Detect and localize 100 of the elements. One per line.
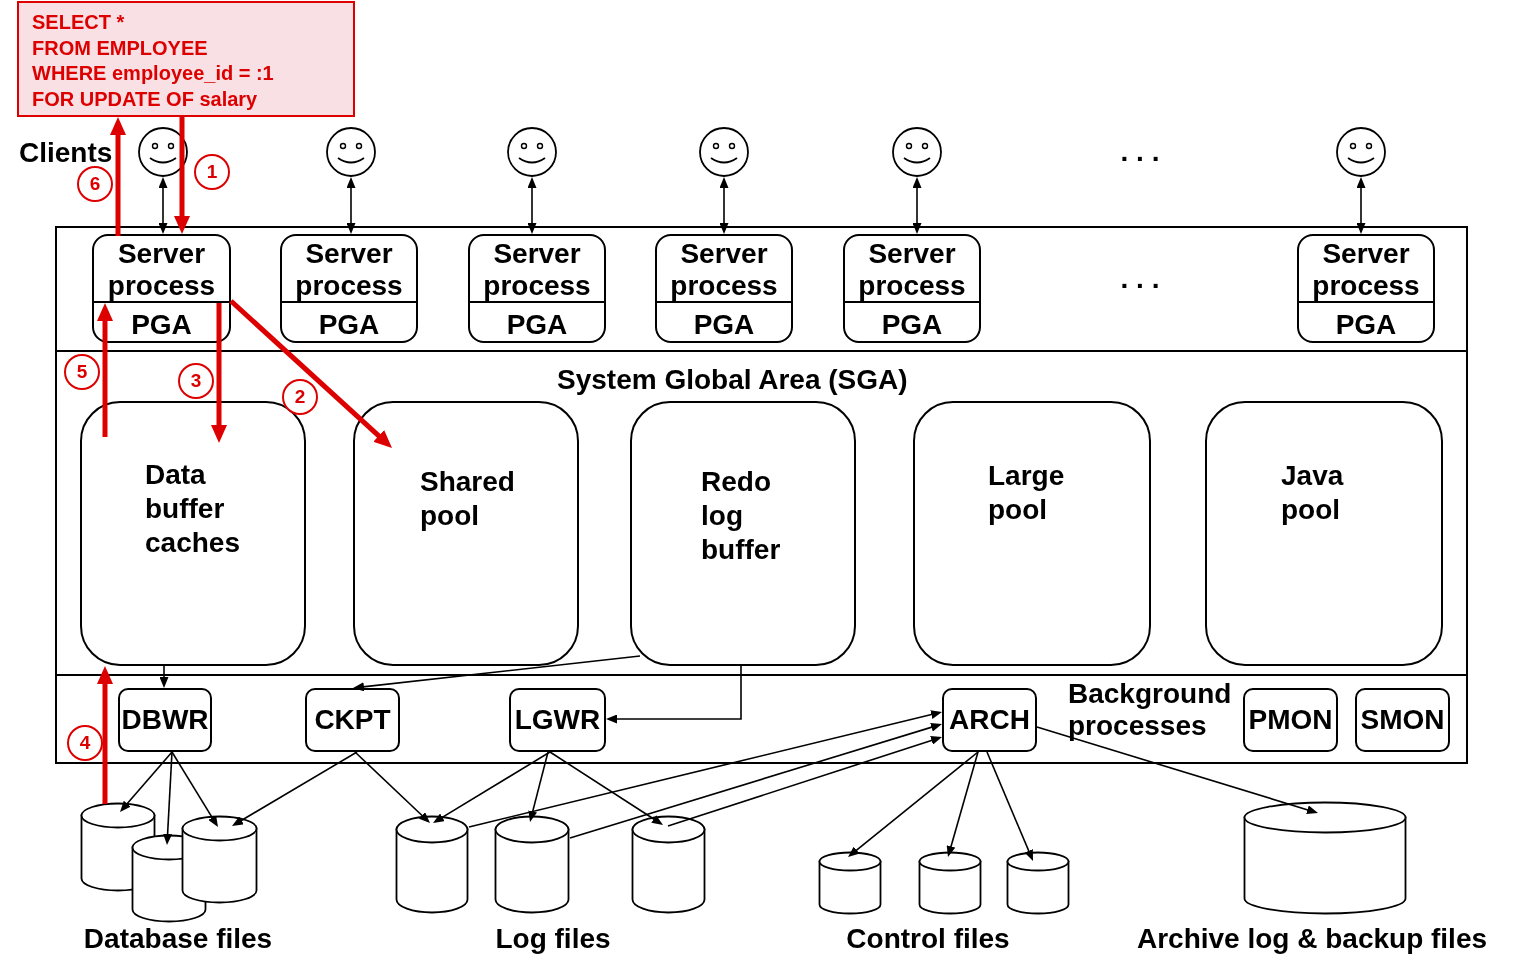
double-arrow: [158, 177, 168, 234]
process-box: [468, 234, 606, 343]
pool-label: Data buffer caches: [145, 458, 240, 560]
step-number: 1: [194, 154, 230, 190]
double-arrow: [527, 177, 537, 234]
ellipsis-text: . . .: [1120, 136, 1160, 168]
process-label: PMON: [1248, 704, 1333, 736]
arrow: [528, 751, 549, 822]
panel-title: System Global Area (SGA): [557, 364, 908, 396]
memory-label: PGA: [881, 309, 943, 341]
arrow: [606, 665, 742, 724]
disk-cylinder: [1006, 851, 1070, 915]
code-line: SELECT *: [32, 10, 125, 35]
arrow: [120, 751, 173, 812]
group-label: Log files: [495, 923, 611, 955]
arrow: [848, 751, 979, 857]
ellipsis-text: . . .: [1120, 263, 1160, 295]
double-arrow: [1356, 177, 1366, 234]
smiley-face-icon: [1336, 127, 1386, 177]
smiley-face-icon: [699, 127, 749, 177]
arrow: [986, 751, 1033, 861]
arrow: [433, 751, 551, 823]
step-number: 6: [77, 166, 113, 202]
process-box: [1297, 234, 1435, 343]
disk-cylinder: [918, 851, 982, 915]
process-box: [92, 234, 231, 343]
arrow: [354, 751, 430, 823]
double-arrow: [346, 177, 356, 234]
group-label: Database files: [83, 923, 273, 955]
memory-pool-box: [630, 401, 856, 666]
disk-cylinder: [818, 851, 882, 915]
smiley-face-icon: [507, 127, 557, 177]
double-arrow: [719, 177, 729, 234]
arrow: [946, 751, 979, 857]
process-label: ARCH: [949, 704, 1030, 736]
code-line: WHERE employee_id = :1: [32, 61, 274, 86]
process-box: [118, 688, 212, 752]
group-label: Clients: [19, 137, 113, 169]
memory-label: PGA: [318, 309, 380, 341]
arrow: [97, 303, 113, 437]
process-box: [1355, 688, 1450, 752]
disk-cylinder: [395, 815, 469, 914]
arrow: [174, 117, 190, 234]
arrow: [171, 751, 218, 827]
process-title: Server process: [670, 238, 778, 302]
process-label: SMON: [1360, 704, 1445, 736]
background-tier-panel: [55, 674, 1468, 764]
step-number: 4: [67, 725, 103, 761]
disk-cylinder: [494, 815, 570, 914]
memory-label: PGA: [506, 309, 568, 341]
group-label: Archive log & backup files: [1136, 923, 1488, 955]
arrow: [667, 736, 942, 827]
arrow: [468, 710, 942, 828]
process-title: Server process: [1312, 238, 1420, 302]
arrow: [1036, 726, 1318, 815]
arrow: [97, 666, 113, 804]
arrow: [211, 303, 227, 443]
memory-pool-box: [1205, 401, 1443, 666]
process-title: Server process: [858, 238, 966, 302]
smiley-face-icon: [138, 127, 188, 177]
process-label: CKPT: [314, 704, 391, 736]
arrow: [229, 299, 392, 448]
smiley-face-icon: [892, 127, 942, 177]
disk-cylinder: [1243, 801, 1407, 915]
process-title: Server process: [107, 238, 216, 302]
process-box: [305, 688, 400, 752]
sql-query-box: [17, 1, 355, 117]
process-box: [1243, 688, 1338, 752]
arrow: [549, 751, 663, 825]
process-title: Server process: [295, 238, 403, 302]
process-title: Server process: [483, 238, 591, 302]
memory-pool-box: [353, 401, 579, 666]
memory-pool-box: [913, 401, 1151, 666]
group-label: Control files: [846, 923, 1010, 955]
memory-label: PGA: [693, 309, 755, 341]
panel-title: Background processes: [1068, 678, 1232, 742]
memory-label: PGA: [131, 309, 192, 341]
disk-cylinder: [631, 815, 706, 914]
server-tier-panel: [55, 226, 1468, 352]
arrow: [353, 655, 641, 692]
process-label: DBWR: [121, 704, 209, 736]
arrow: [159, 665, 169, 688]
pool-label: Redo log buffer: [701, 465, 781, 567]
code-line: FROM EMPLOYEE: [32, 35, 208, 61]
memory-label: PGA: [1335, 309, 1397, 341]
double-arrow: [912, 177, 922, 234]
process-box: [280, 234, 418, 343]
code-line: FOR UPDATE OF salary: [32, 86, 258, 112]
process-label: LGWR: [514, 704, 601, 736]
process-box: [655, 234, 793, 343]
pool-label: Shared pool: [420, 465, 515, 533]
process-box: [509, 688, 606, 752]
step-number: 2: [282, 379, 318, 415]
disk-cylinder: [181, 815, 258, 904]
arrow: [110, 117, 126, 236]
step-number: 3: [178, 363, 214, 399]
step-number: 5: [64, 354, 100, 390]
pool-label: Large pool: [988, 459, 1065, 527]
pool-label: Java pool: [1281, 459, 1344, 527]
arrow: [163, 751, 173, 845]
